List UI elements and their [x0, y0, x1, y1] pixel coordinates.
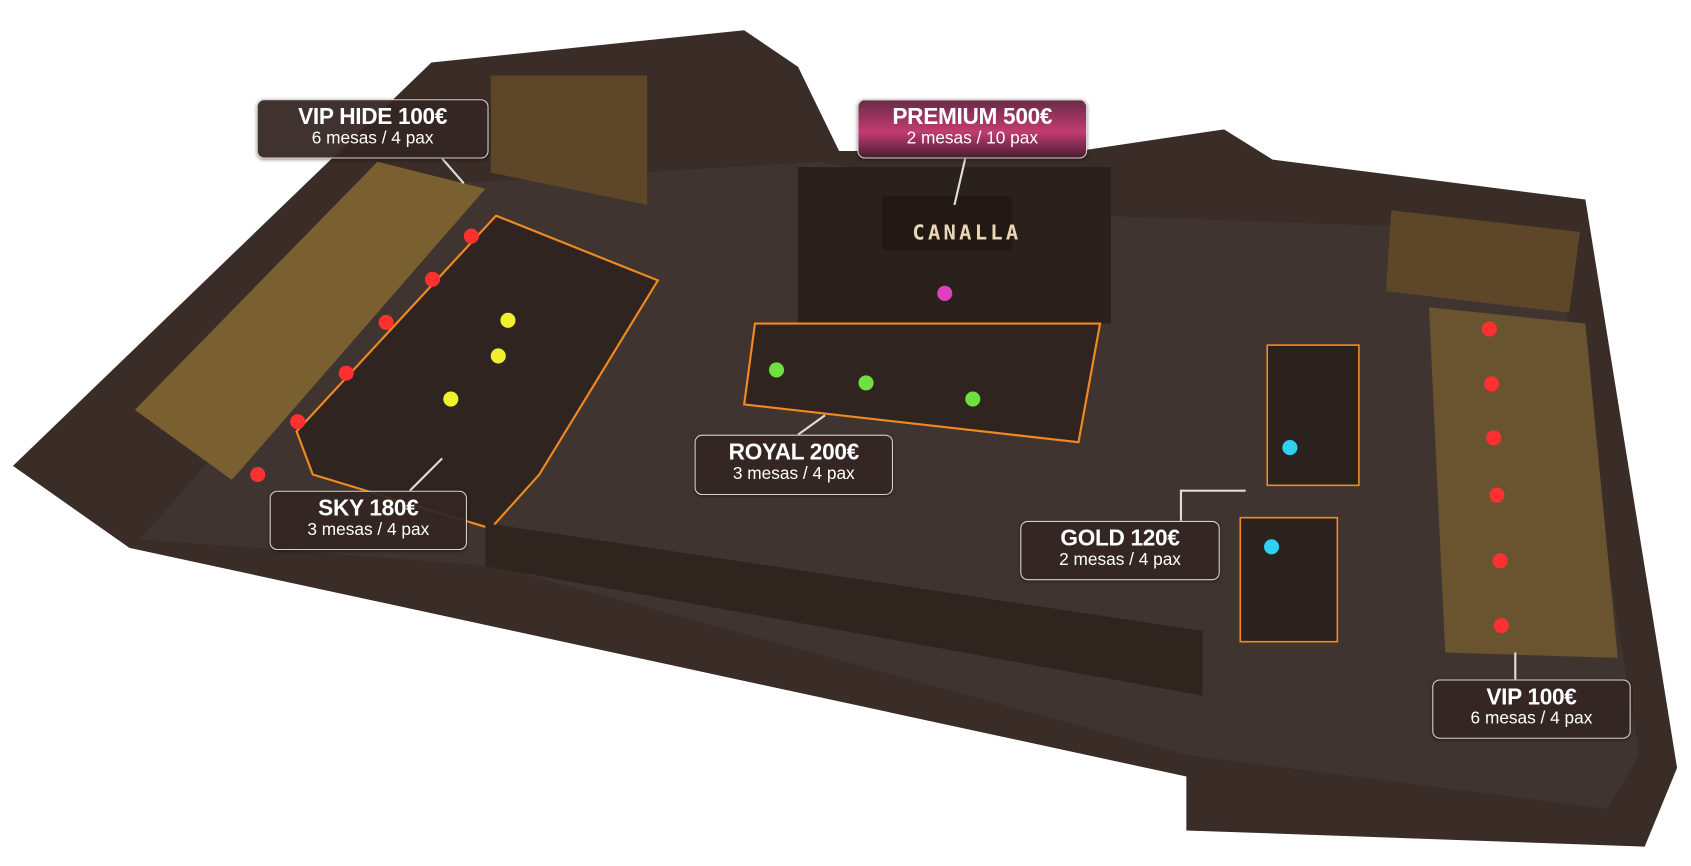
table-marker-sky[interactable] — [443, 391, 459, 407]
brand-logo: CANALLA — [912, 221, 1022, 245]
zone-detail: 2 mesas / 4 pax — [1059, 551, 1181, 570]
zone-title: ROYAL 200€ — [728, 440, 860, 465]
table-marker-gold[interactable] — [1282, 440, 1298, 456]
leader-royal — [797, 414, 826, 436]
table-marker-royal[interactable] — [768, 362, 785, 378]
sky-area — [295, 214, 660, 530]
stage-screen — [882, 196, 1012, 251]
gold-booth-upper — [1266, 344, 1360, 487]
zone-label-vip[interactable]: VIP 100€6 mesas / 4 pax — [1432, 679, 1631, 739]
table-marker-vip-hide[interactable] — [290, 414, 306, 430]
table-marker-vip[interactable] — [1481, 321, 1497, 337]
zone-detail: 2 mesas / 10 pax — [906, 129, 1038, 148]
right-curtain — [1385, 210, 1581, 313]
zone-detail: 3 mesas / 4 pax — [732, 464, 855, 484]
table-marker-vip[interactable] — [1489, 487, 1505, 503]
royal-platform — [742, 322, 1102, 444]
table-marker-vip[interactable] — [1486, 430, 1502, 446]
table-marker-vip-hide[interactable] — [250, 466, 266, 483]
gold-booth-lower — [1239, 516, 1339, 643]
zone-label-sky[interactable]: SKY 180€3 mesas / 4 pax — [269, 490, 467, 551]
zone-title: SKY 180€ — [318, 496, 419, 521]
table-marker-sky[interactable] — [500, 312, 516, 328]
table-marker-vip[interactable] — [1492, 553, 1508, 569]
table-marker-sky[interactable] — [490, 348, 506, 364]
zone-title: GOLD 120€ — [1060, 526, 1180, 552]
table-marker-vip-hide[interactable] — [463, 228, 479, 244]
table-marker-vip[interactable] — [1484, 376, 1500, 392]
zone-detail: 6 mesas / 4 pax — [1470, 709, 1593, 728]
zone-title: PREMIUM 500€ — [892, 104, 1053, 130]
leader-gold — [1179, 489, 1246, 521]
right-wall-panel — [1429, 307, 1618, 658]
zone-label-royal[interactable]: ROYAL 200€3 mesas / 4 pax — [694, 434, 893, 496]
zone-detail: 3 mesas / 4 pax — [307, 520, 430, 540]
leader-vip-hide — [441, 157, 465, 185]
zone-title: VIP 100€ — [1486, 684, 1577, 710]
zone-label-vip-hide[interactable]: VIP HIDE 100€6 mesas / 4 pax — [256, 99, 489, 159]
back-curtain — [490, 75, 648, 205]
table-marker-vip-hide[interactable] — [424, 271, 441, 287]
leader-sky — [409, 457, 443, 492]
table-marker-vip-hide[interactable] — [378, 314, 394, 331]
table-marker-royal[interactable] — [858, 375, 874, 391]
table-marker-gold[interactable] — [1264, 539, 1280, 555]
table-marker-vip[interactable] — [1493, 617, 1509, 634]
zone-label-gold[interactable]: GOLD 120€2 mesas / 4 pax — [1020, 520, 1220, 581]
zone-title: VIP HIDE 100€ — [298, 104, 448, 130]
table-marker-premium[interactable] — [937, 285, 953, 301]
table-marker-vip-hide[interactable] — [338, 365, 354, 381]
zone-detail: 6 mesas / 4 pax — [311, 129, 434, 148]
bar-counter — [485, 523, 1203, 696]
zone-label-premium[interactable]: PREMIUM 500€2 mesas / 10 pax — [857, 99, 1088, 159]
leader-premium — [953, 158, 967, 206]
left-wall-panel — [134, 161, 486, 480]
table-marker-royal[interactable] — [965, 391, 981, 407]
